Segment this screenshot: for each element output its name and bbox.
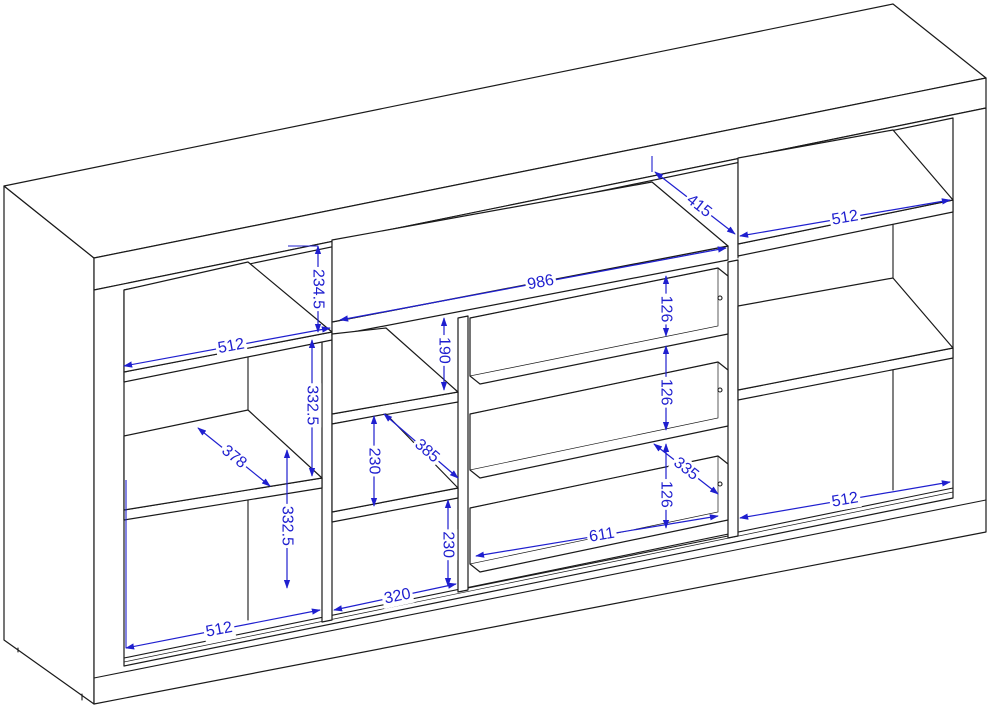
dimension-left-middle-height: 332.5 xyxy=(302,339,322,477)
dimension-label-background xyxy=(681,189,718,224)
dimension-label-background xyxy=(216,439,252,475)
dimension-label: 126 xyxy=(658,379,675,406)
dimension-label: 611 xyxy=(588,525,616,546)
dimension-middle-top-compartment-width: 986 xyxy=(339,246,727,322)
dimension-label-background xyxy=(656,293,676,325)
divider-middle-drawers xyxy=(457,315,469,593)
dimension-label-background xyxy=(668,452,705,486)
drawer-2-front xyxy=(469,361,719,471)
dimension-label: 126 xyxy=(658,481,675,508)
dimension-label-background xyxy=(277,503,297,549)
dimension-label: 234.5 xyxy=(310,269,327,309)
dimension-label: 190 xyxy=(436,337,453,364)
dimension-label-background xyxy=(380,583,415,609)
dimension-label: 126 xyxy=(658,296,675,323)
dimension-left-lower-height: 332.5 xyxy=(277,449,297,589)
divider-left-middle xyxy=(321,333,333,623)
dimension-label: 320 xyxy=(383,585,413,607)
dimension-label: 512 xyxy=(216,335,245,357)
dimension-label: 230 xyxy=(440,531,457,558)
dimension-label-background xyxy=(308,266,328,312)
divider-drawers-right xyxy=(727,259,739,539)
dimension-label: 332.5 xyxy=(279,506,296,546)
dimension-label-background xyxy=(409,433,445,469)
dimension-label: 230 xyxy=(366,448,383,475)
dimension-label-background xyxy=(214,334,249,359)
dimension-right-top-compartment-width: 512 xyxy=(739,198,951,238)
dimension-label-background xyxy=(523,270,558,295)
dimension-label-background xyxy=(434,335,454,366)
dimension-label-background xyxy=(828,206,862,230)
dimension-label: 986 xyxy=(526,272,555,294)
dimension-left-top-compartment-width: 512 xyxy=(123,326,331,368)
dimension-label-background xyxy=(585,523,619,547)
dimension-label: 512 xyxy=(830,207,859,228)
dimension-left-bottom-compartment-width: 512 xyxy=(125,480,321,650)
dimension-label-background xyxy=(202,617,237,643)
dimension-label-background xyxy=(364,445,384,477)
dimension-label: 332.5 xyxy=(304,385,321,425)
dimension-label: 512 xyxy=(830,489,859,510)
dimension-label-background xyxy=(828,488,862,512)
dimension-middle-upper-height: 190 xyxy=(434,317,454,391)
dimension-label: 512 xyxy=(204,619,234,641)
dimension-top-compartment-height: 234.5 xyxy=(288,245,328,333)
dimension-drawer-1-height: 126 xyxy=(656,275,676,337)
dimension-label-background xyxy=(656,376,676,408)
dimension-drawer-width: 611 xyxy=(475,514,719,558)
dimension-middle-bottom-compartment-width: 320 xyxy=(333,582,457,612)
left-side-panel xyxy=(3,185,95,705)
dimension-label-background xyxy=(302,383,322,428)
dimension-right-bottom-compartment-width: 512 xyxy=(739,480,951,520)
drawer-3-front xyxy=(469,455,719,565)
middle-shelf-1-top xyxy=(331,327,459,415)
right-shelf-2-top xyxy=(737,277,954,391)
dimension-drawer-2-height: 126 xyxy=(656,345,676,431)
drawer-2-screw xyxy=(717,387,723,393)
dimension-middle-lower-height: 230 xyxy=(438,499,458,587)
dimension-middle-mid-height: 230 xyxy=(364,415,384,507)
dimension-label-background xyxy=(438,529,458,561)
